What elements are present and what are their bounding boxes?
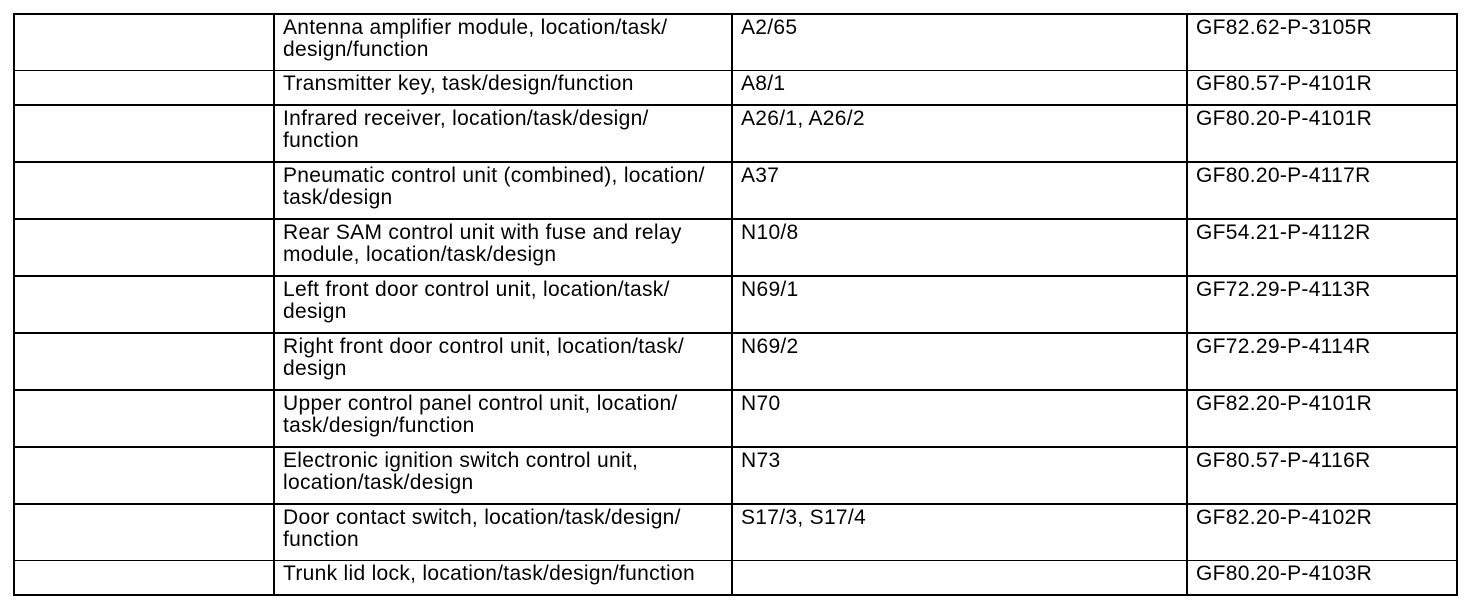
document-number-cell: GF72.29-P-4113R <box>1186 276 1457 334</box>
description-cell: Pneumatic control unit (combined), locat… <box>273 162 732 220</box>
table-row: Infrared receiver, location/task/design/… <box>14 105 1457 163</box>
description-cell: Electronic ignition switch control unit,… <box>273 447 732 505</box>
description-cell: Right front door control unit, location/… <box>273 333 732 391</box>
document-number-cell: GF82.62-P-3105R <box>1186 14 1457 71</box>
description-cell: Rear SAM control unit with fuse and rela… <box>273 219 732 277</box>
object-cell <box>14 219 274 277</box>
component-code-cell: N69/1 <box>731 276 1187 334</box>
table-row: Right front door control unit, location/… <box>14 333 1457 391</box>
description-cell: Infrared receiver, location/task/design/… <box>273 105 732 163</box>
document-number-cell: GF82.20-P-4102R <box>1186 504 1457 561</box>
reference-table: Antenna amplifier module, location/task/… <box>13 13 1458 596</box>
object-cell <box>14 14 274 71</box>
component-code-cell: A26/1, A26/2 <box>731 105 1187 163</box>
description-cell: Upper control panel control unit, locati… <box>273 390 732 448</box>
component-code-cell <box>731 560 1187 595</box>
object-cell <box>14 333 274 391</box>
object-cell <box>14 162 274 220</box>
object-cell <box>14 276 274 334</box>
description-cell: Trunk lid lock, location/task/design/fun… <box>273 560 732 595</box>
component-code-cell: N73 <box>731 447 1187 505</box>
table-row: Left front door control unit, location/t… <box>14 276 1457 334</box>
table-row: Door contact switch, location/task/desig… <box>14 504 1457 561</box>
component-code-cell: N70 <box>731 390 1187 448</box>
description-cell: Antenna amplifier module, location/task/… <box>273 14 732 71</box>
object-cell <box>14 561 274 596</box>
table-row: Electronic ignition switch control unit,… <box>14 447 1457 505</box>
document-number-cell: GF80.57-P-4116R <box>1186 447 1457 505</box>
table-row: Pneumatic control unit (combined), locat… <box>14 162 1457 220</box>
component-code-cell: N10/8 <box>731 219 1187 277</box>
object-cell <box>14 105 274 163</box>
document-number-cell: GF72.29-P-4114R <box>1186 333 1457 391</box>
table-row: Transmitter key, task/design/function A8… <box>14 70 1457 106</box>
document-number-cell: GF82.20-P-4101R <box>1186 390 1457 448</box>
document-number-cell: GF80.20-P-4103R <box>1186 560 1457 595</box>
document-number-cell: GF80.20-P-4101R <box>1186 105 1457 163</box>
table-row: Antenna amplifier module, location/task/… <box>14 14 1457 71</box>
document-number-cell: GF80.20-P-4117R <box>1186 162 1457 220</box>
object-cell <box>14 390 274 448</box>
component-code-cell: N69/2 <box>731 333 1187 391</box>
object-cell <box>14 447 274 505</box>
description-cell: Transmitter key, task/design/function <box>273 70 732 106</box>
object-cell <box>14 504 274 561</box>
description-cell: Left front door control unit, location/t… <box>273 276 732 334</box>
document-number-cell: GF80.57-P-4101R <box>1186 70 1457 106</box>
document-number-cell: GF54.21-P-4112R <box>1186 219 1457 277</box>
component-code-cell: A8/1 <box>731 70 1187 106</box>
component-code-cell: A2/65 <box>731 14 1187 71</box>
table-row: Trunk lid lock, location/task/design/fun… <box>14 560 1457 596</box>
description-cell: Door contact switch, location/task/desig… <box>273 504 732 561</box>
component-code-cell: A37 <box>731 162 1187 220</box>
table-row: Rear SAM control unit with fuse and rela… <box>14 219 1457 277</box>
object-cell <box>14 70 274 106</box>
component-code-cell: S17/3, S17/4 <box>731 504 1187 561</box>
table-row: Upper control panel control unit, locati… <box>14 390 1457 448</box>
